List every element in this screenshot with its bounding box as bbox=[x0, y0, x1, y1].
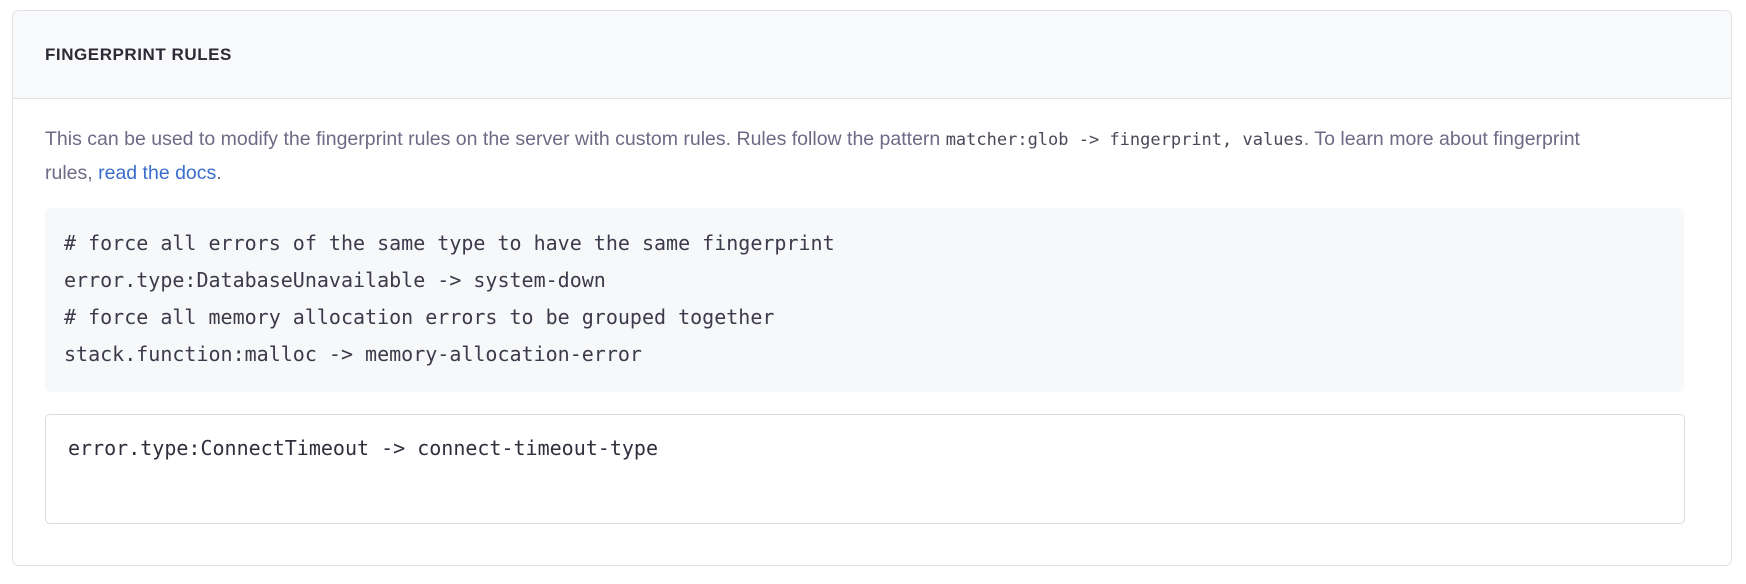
fingerprint-rules-input[interactable] bbox=[45, 414, 1685, 524]
code-line: error.type:DatabaseUnavailable -> system… bbox=[64, 268, 606, 292]
panel-header: FINGERPRINT RULES bbox=[13, 11, 1731, 99]
read-the-docs-link[interactable]: read the docs bbox=[98, 162, 217, 184]
description-text-part-3: . bbox=[216, 162, 222, 184]
panel-body: This can be used to modify the fingerpri… bbox=[13, 99, 1731, 552]
panel-description: This can be used to modify the fingerpri… bbox=[45, 123, 1605, 190]
description-text-part-1: This can be used to modify the fingerpri… bbox=[45, 128, 946, 150]
code-line: # force all errors of the same type to h… bbox=[64, 231, 835, 255]
inline-code-pattern: matcher:glob -> fingerprint, values bbox=[945, 130, 1304, 150]
code-line: # force all memory allocation errors to … bbox=[64, 305, 775, 329]
code-example-block: # force all errors of the same type to h… bbox=[45, 208, 1684, 392]
code-line: stack.function:malloc -> memory-allocati… bbox=[64, 342, 642, 366]
fingerprint-rules-panel: FINGERPRINT RULES This can be used to mo… bbox=[12, 10, 1732, 566]
page-title: FINGERPRINT RULES bbox=[45, 44, 232, 64]
description-text-part-2: . To learn more about fingerprint rules, bbox=[45, 128, 1580, 184]
